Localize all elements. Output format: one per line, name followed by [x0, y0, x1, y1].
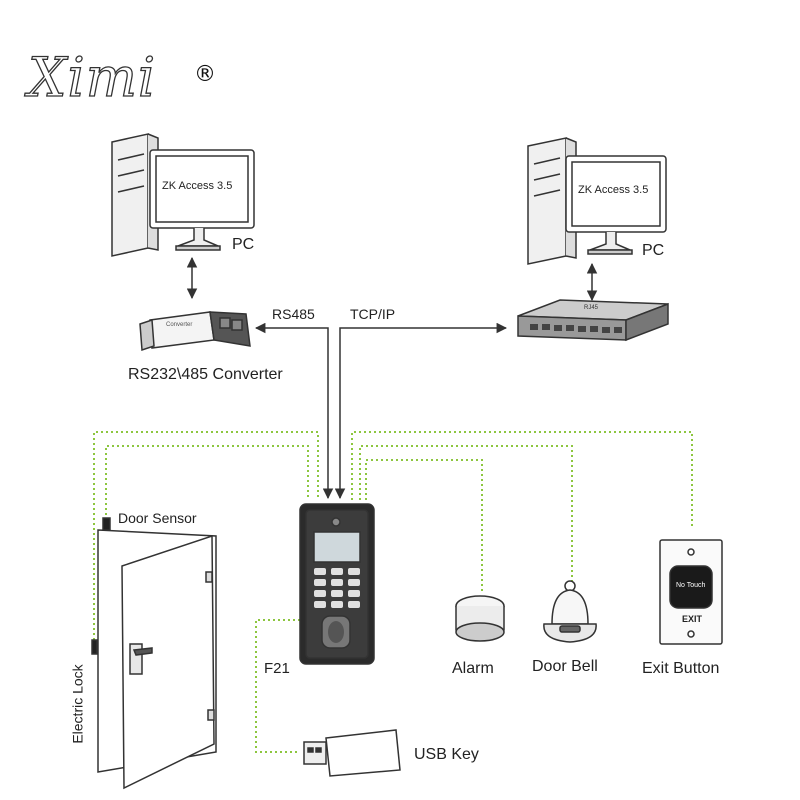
switch-body-text: RJ45: [584, 305, 599, 311]
monitor-screen: [571, 161, 661, 227]
exit-button-label: Exit Button: [642, 660, 720, 677]
monitor-screen: [155, 155, 249, 223]
door-sensor-label: Door Sensor: [118, 510, 197, 526]
pc-tower: [111, 133, 149, 257]
network-switch: [517, 299, 669, 342]
rs485-line: [254, 322, 334, 500]
exit-face-text: No Touch: [676, 582, 706, 589]
rs232-485-converter: [139, 311, 251, 352]
alarm-siren: [455, 595, 505, 642]
registered-mark: ®: [194, 62, 216, 87]
electric-lock-block: [91, 639, 98, 655]
pc-right: [527, 137, 667, 265]
pc-right-screen-text: ZK Access 3.5: [578, 184, 649, 196]
wire-exit-button: [351, 431, 693, 528]
door-bell-device: [543, 580, 597, 643]
alarm-label: Alarm: [452, 660, 494, 677]
keypad: [314, 568, 360, 608]
pc-tower: [527, 137, 567, 265]
wire-usb: [255, 619, 300, 753]
wire-alarm: [365, 459, 483, 592]
door-handle-plate: [129, 643, 143, 675]
door-bell-label: Door Bell: [532, 658, 598, 675]
tcpip-label: TCP/IP: [350, 306, 396, 322]
switch-ports: [530, 324, 622, 333]
brand-logo: Ximi: [27, 45, 157, 109]
f21-label: F21: [264, 660, 290, 677]
door-sensor-block: [102, 517, 111, 531]
pc-right-label: PC: [642, 242, 665, 259]
door-handle: [132, 647, 153, 656]
camera-lens: [331, 517, 341, 527]
pc-left: [111, 133, 255, 257]
signal-lines: [186, 256, 598, 500]
usb-key-device: [303, 729, 401, 777]
usb-key-label: USB Key: [414, 746, 479, 763]
pc-left-screen-text: ZK Access 3.5: [162, 180, 233, 192]
exit-plate-text: EXIT: [682, 614, 703, 624]
exit-button-face: [669, 565, 713, 609]
wire-door-sensor: [105, 445, 309, 520]
exit-button-device: [659, 539, 723, 645]
converter-label: RS232\485 Converter: [128, 366, 283, 383]
rs485-label: RS485: [272, 306, 315, 322]
pc-left-label: PC: [232, 236, 255, 253]
electric-lock-label: Electric Lock: [69, 664, 86, 744]
wire-door-bell: [359, 445, 573, 582]
lcd-screen: [313, 531, 361, 563]
door: [91, 517, 217, 790]
converter-body-text: Converter: [166, 322, 193, 328]
f21-terminal: [299, 503, 375, 665]
door-panel: [121, 534, 215, 790]
tcpip-line: [334, 322, 508, 500]
